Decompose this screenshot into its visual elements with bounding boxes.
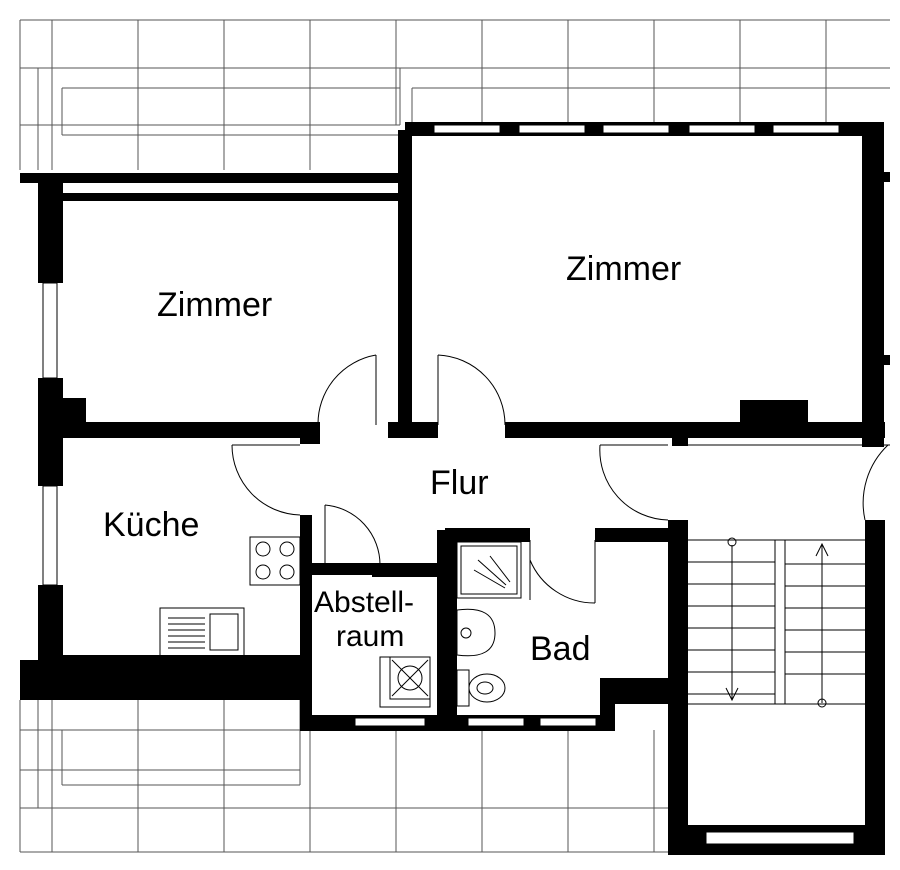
- windows: [42, 124, 855, 845]
- toilet-icon: [456, 669, 506, 707]
- room-label-kueche: Küche: [103, 506, 199, 544]
- kitchen-sink-icon: [159, 607, 245, 657]
- room-label-zimmer-right: Zimmer: [566, 250, 681, 288]
- kitchen-stove-icon: [249, 536, 301, 586]
- room-label-flur: Flur: [430, 464, 489, 502]
- room-label-bad: Bad: [530, 630, 591, 668]
- room-label-abstellraum-line2: raum: [336, 620, 404, 653]
- exterior-grid: [19, 19, 890, 853]
- utility-boiler-icon: [379, 656, 431, 708]
- door-swings: [231, 354, 890, 604]
- room-label-zimmer-left: Zimmer: [157, 286, 272, 324]
- washbasin-icon: [456, 608, 496, 657]
- shower-icon: [456, 541, 522, 599]
- stairwell: [688, 537, 865, 708]
- room-label-abstellraum-line1: Abstell-: [314, 586, 414, 619]
